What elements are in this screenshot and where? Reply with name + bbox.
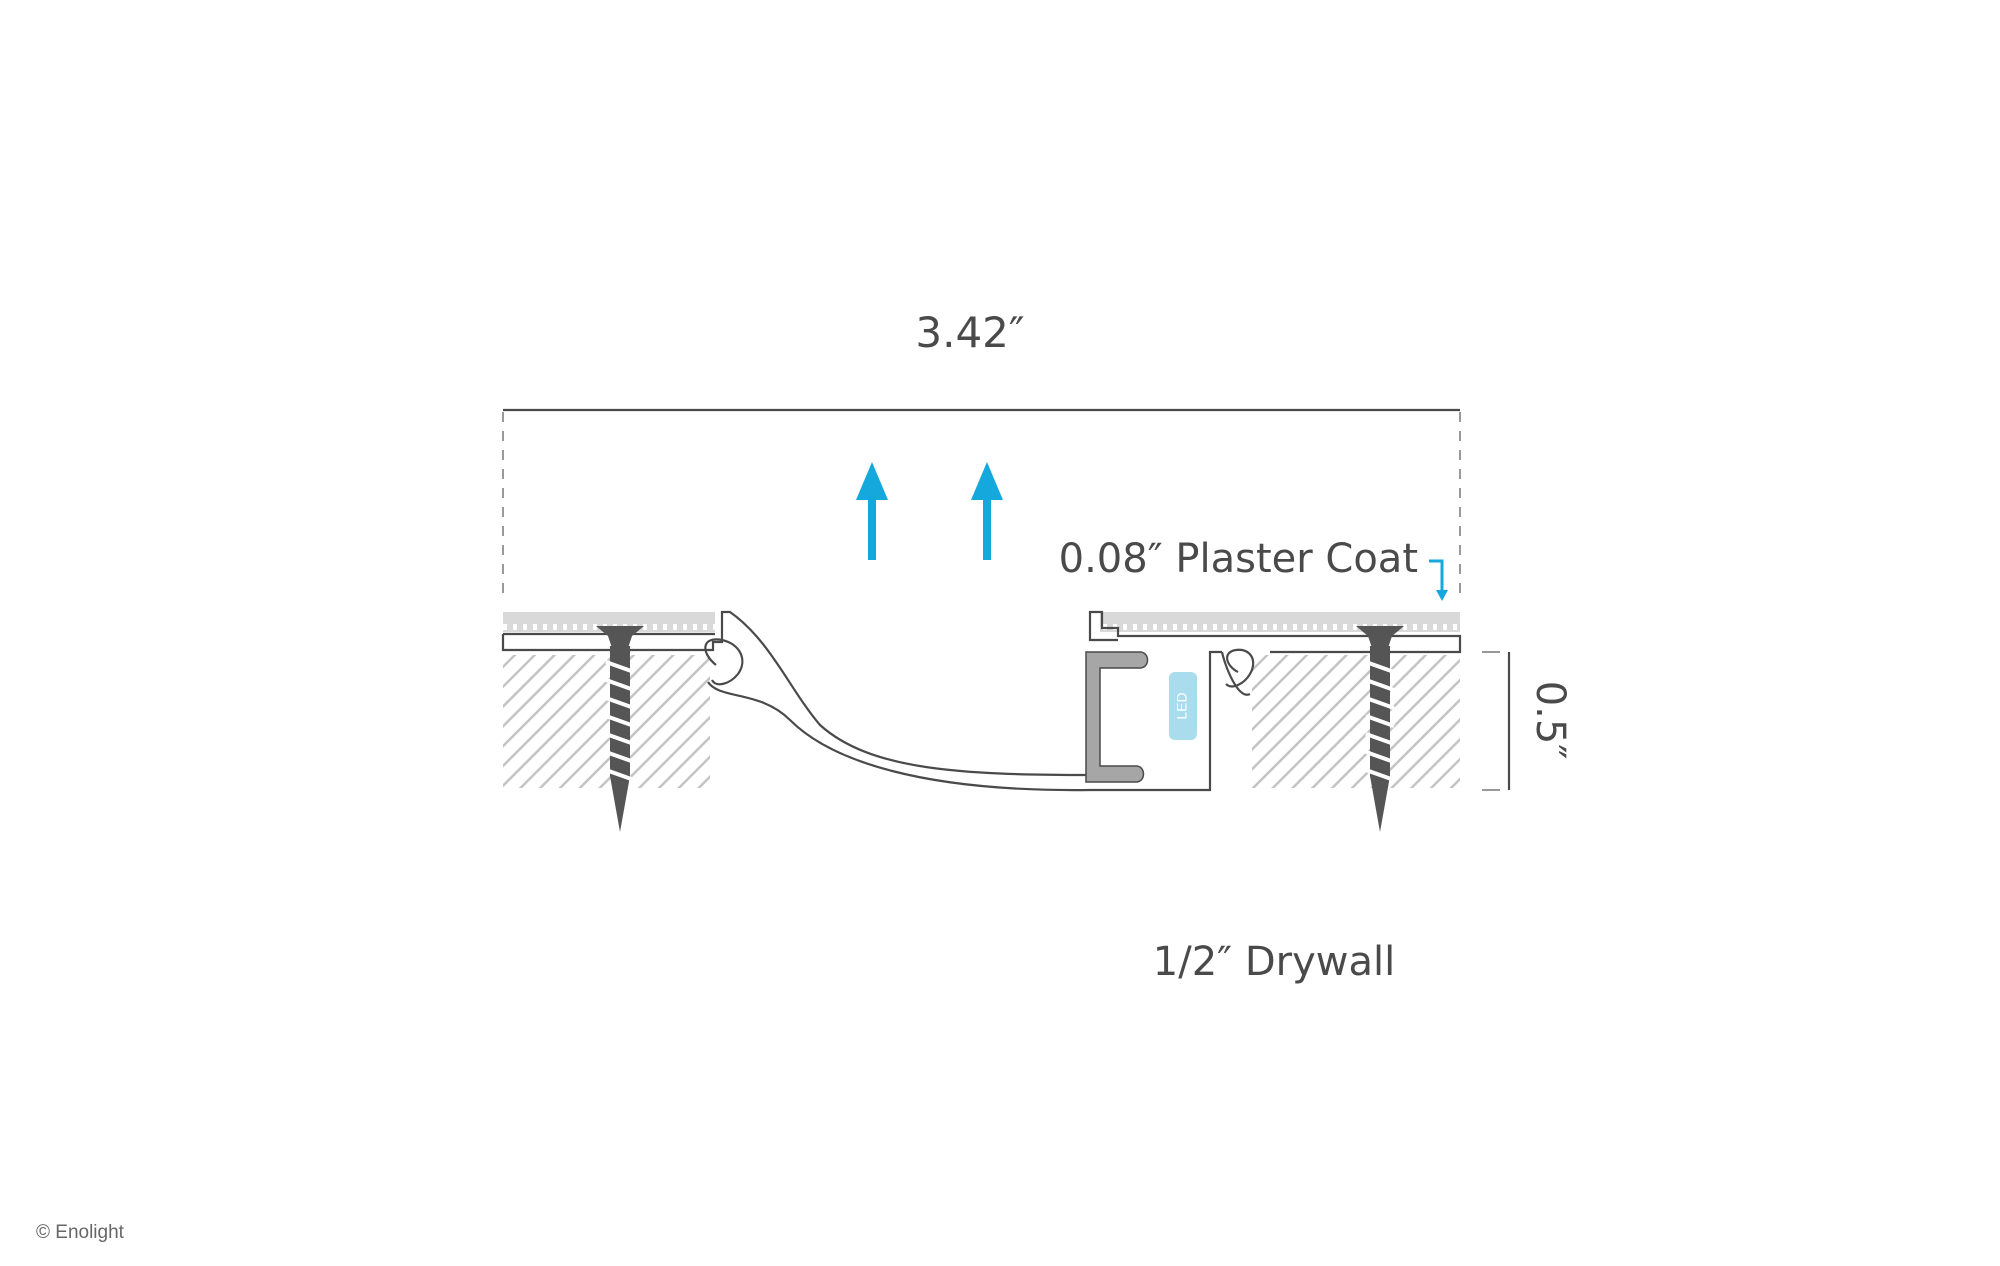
plaster-coat-label: 0.08″ Plaster Coat [1059, 536, 1418, 582]
plaster-pointer-arrowhead [1436, 590, 1448, 601]
led-label: LED [1174, 692, 1190, 719]
width-dimension: 3.42″ [502, 308, 1461, 602]
left-wall-section [503, 612, 715, 788]
plaster-coat-callout: 0.08″ Plaster Coat [1059, 536, 1448, 601]
aluminum-profile [501, 610, 1462, 792]
plaster-coat-right-top [1100, 612, 1460, 622]
plaster-coat-left-top [503, 612, 715, 622]
drywall-label: 1/2″ Drywall [1153, 939, 1395, 985]
thickness-label: 0.5″ [1527, 681, 1573, 760]
screw-right-icon [1356, 626, 1404, 832]
width-label: 3.42″ [915, 308, 1024, 357]
right-wall-section [1100, 612, 1460, 788]
thickness-dimension: 0.5″ [1482, 651, 1573, 791]
drywall-right [1252, 655, 1460, 788]
up-arrow-icon [856, 462, 888, 560]
plaster-pointer-icon [1429, 559, 1444, 592]
drywall-left [503, 655, 710, 788]
copyright-credit: © Enolight [36, 1222, 124, 1243]
led-channel: LED [1085, 651, 1197, 783]
light-direction-arrows [856, 462, 1003, 560]
channel-wall [1085, 651, 1149, 783]
led-strip [1169, 672, 1197, 740]
screw-left-icon [596, 626, 644, 832]
up-arrow-icon [971, 462, 1003, 560]
